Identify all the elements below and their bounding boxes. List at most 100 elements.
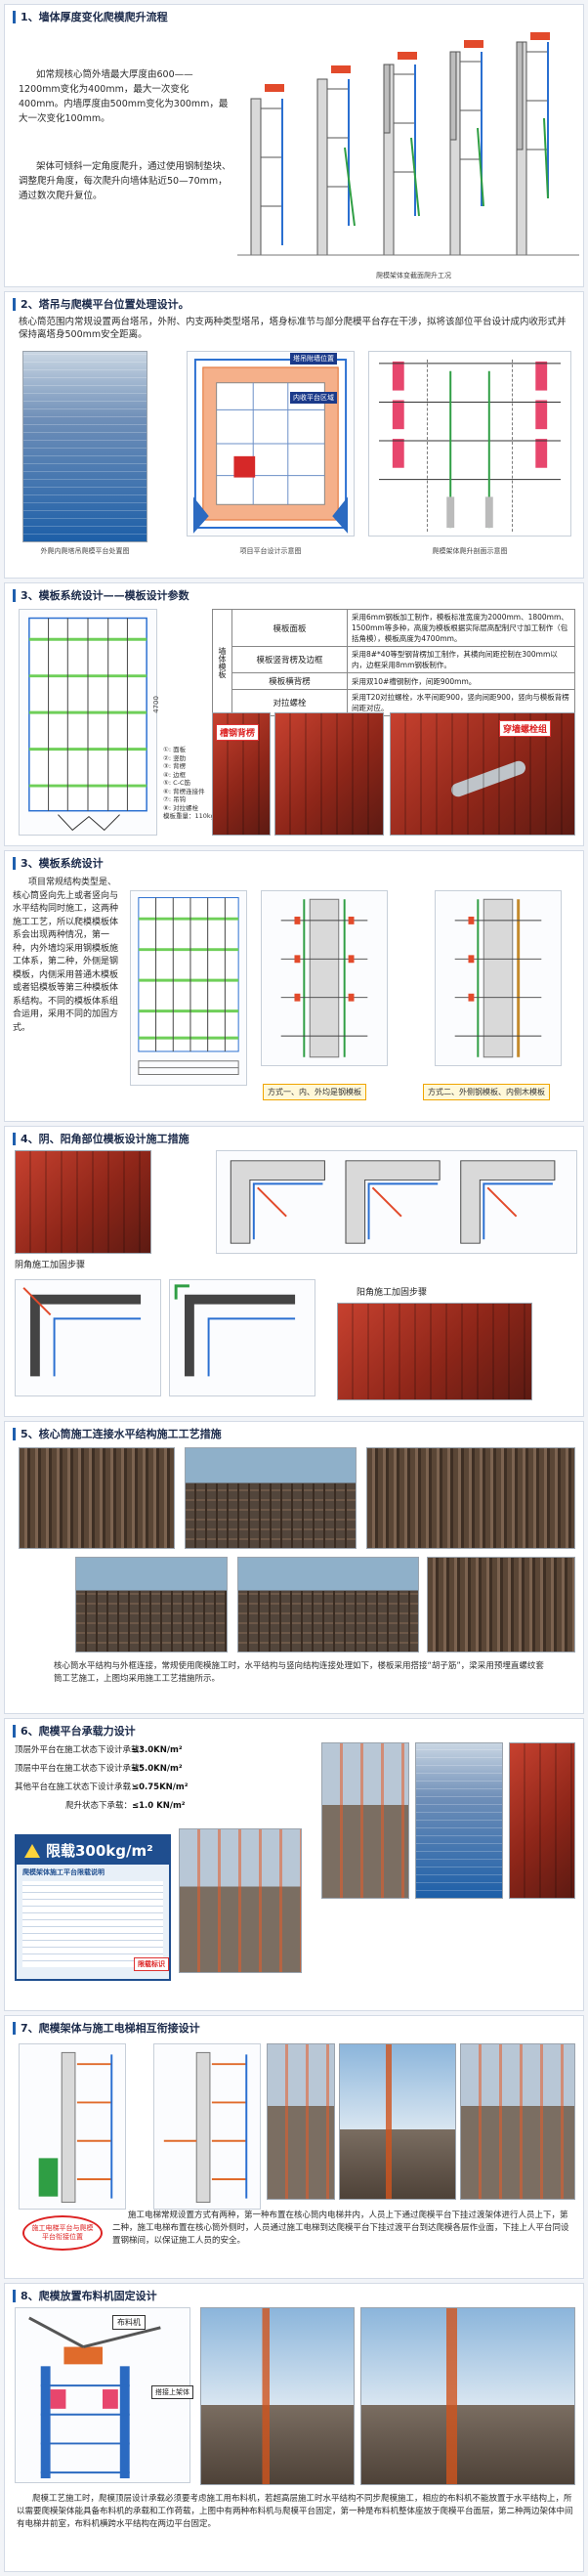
table-left-head: 墙体模板 <box>212 609 232 716</box>
tie-bolt-label: 穿墙螺栓组 <box>499 720 552 737</box>
s2-caption-left: 外爬内爬塔吊爬模平台处置图 <box>40 547 130 555</box>
section-bar <box>13 1427 16 1440</box>
inner-corner-label: 阴角施工加固步骤 <box>15 1261 86 1270</box>
warning-icon <box>24 1843 40 1858</box>
channel-steel-label: 槽钢背楞 <box>216 724 260 741</box>
table-cell-desc: 采用T20对拉螺栓，水平间距900，竖向间距900，竖向与模板背楞间距对应。 <box>347 689 575 716</box>
sign-body-lines <box>22 1881 163 1967</box>
load-row: 爬升状态下承载：≤1.0 KN/m² <box>15 1800 188 1813</box>
stage-5 <box>516 32 550 256</box>
rebar-photo-5 <box>237 1557 419 1653</box>
s1-caption: 爬模架体变截面爬升工况 <box>376 272 451 279</box>
table-cell-desc: 采用双10#槽钢制作，间距900mm。 <box>347 672 575 690</box>
channel-steel-photo-2 <box>274 712 384 836</box>
s1-paragraph-1: 如常规核心筒外墙最大厚度由600——1200mm变化为400mm，最大一次变化4… <box>19 69 229 124</box>
tie-bolt-shape <box>449 758 527 799</box>
section-1: 1、墙体厚度变化爬模爬升流程 如常规核心筒外墙最大厚度由600——1200mm变… <box>4 4 584 287</box>
load-limit-sign-head: 限载300kg/m² <box>17 1836 169 1865</box>
table-row: 墙体模板 模板面板 采用6mm钢板加工制作，模板标准宽度为2000mm、1800… <box>212 609 575 716</box>
section-5-title-text: 5、核心筒施工连接水平结构施工工艺措施 <box>21 1428 222 1440</box>
method-1-section-drawing <box>261 890 388 1066</box>
section-bar <box>13 2289 16 2302</box>
table-cell-desc: 采用8#*40等型钢背楞加工制作，其横向间距控制在300mm以内，边框采用8mm… <box>347 646 575 673</box>
elevator-section-drawing-2 <box>153 2043 261 2210</box>
legend-item: ①: 面板 <box>163 746 187 753</box>
load-limit-sign-body: 爬模架体施工平台限载说明 <box>17 1865 169 1971</box>
platform-photo-4 <box>509 1742 575 1899</box>
stage-3 <box>383 52 420 256</box>
legend-item: ③: 背楞 <box>163 762 187 770</box>
load-list: 顶层外平台在施工状态下设计承载：≤3.0KN/m² 顶层中平台在施工状态下设计承… <box>15 1744 188 1813</box>
section-4: 4、阴、阳角部位模板设计施工措施 阴角施工加固步骤 阳角施工加固步骤 <box>4 1126 584 1417</box>
legend-item: ⑦: 吊钩 <box>163 795 187 803</box>
stage-2 <box>316 65 356 256</box>
elevator-section-drawing-1 <box>19 2043 126 2210</box>
method-2-label: 方式二、外侧钢模板、内侧木模板 <box>423 1084 550 1100</box>
load-key: 顶层外平台在施工状态下设计承载： <box>15 1745 148 1755</box>
placing-boom-drawing <box>15 2307 190 2483</box>
section-5-title: 5、核心筒施工连接水平结构施工工艺措施 <box>13 1426 222 1441</box>
section-6-title: 6、爬模平台承载力设计 <box>13 1723 136 1739</box>
legend-item: ⑥: 背楞连接件 <box>163 787 205 795</box>
formwork-elevation-drawing <box>19 609 157 836</box>
section-4-title-text: 4、阴、阳角部位模板设计施工措施 <box>21 1133 189 1145</box>
section-3a-title: 3、模板系统设计——模板设计参数 <box>13 587 189 603</box>
rebar-photo-6 <box>427 1557 575 1653</box>
section-3b-title-text: 3、模板系统设计 <box>21 857 104 870</box>
rebar-photo-3 <box>366 1447 575 1549</box>
section-bar <box>13 297 16 311</box>
section-2: 2、塔吊与爬模平台位置处理设计。 核心筒范围内常规设置两台塔吊，外附、内支两种类… <box>4 291 584 579</box>
elevator-photo-3 <box>460 2043 575 2200</box>
legend-item: ④: 边框 <box>163 770 187 779</box>
formwork-spec-table: 墙体模板 模板面板 采用6mm钢板加工制作，模板标准宽度为2000mm、1800… <box>212 609 575 716</box>
tower-crane-photo <box>22 351 147 542</box>
elevator-photo-1 <box>267 2043 335 2200</box>
table-row: 对拉螺栓 采用T20对拉螺栓，水平间距900，竖向间距900，竖向与模板背楞间距… <box>213 689 575 716</box>
load-limit-label: 限载标识 <box>134 1957 169 1971</box>
section-7: 7、爬模架体与施工电梯相互衔接设计 施工电梯平台与爬模平台衔接位置 施工电梯常规… <box>4 2015 584 2279</box>
section-1-title: 1、墙体厚度变化爬模爬升流程 <box>13 9 168 24</box>
section-1-title-text: 1、墙体厚度变化爬模爬升流程 <box>21 11 168 23</box>
table-cell-desc: 采用6mm钢板加工制作，模板标准宽度为2000mm、1800mm、1500mm等… <box>347 609 575 647</box>
placing-boom-photo-1 <box>200 2307 355 2485</box>
section-6: 6、爬模平台承载力设计 顶层外平台在施工状态下设计承载：≤3.0KN/m² 顶层… <box>4 1718 584 2011</box>
platform-photo-1 <box>179 1828 302 1973</box>
elevator-callout-text: 施工电梯平台与爬模平台衔接位置 <box>31 2224 94 2241</box>
load-key: 爬升状态下承载： <box>64 1801 132 1811</box>
s1-paragraph-2: 架体可倾斜一定角度爬升，通过使用钢制垫块、调整爬升角度，每次爬升向墙体贴近50—… <box>19 161 231 201</box>
load-key: 其他平台在施工状态下设计承载： <box>15 1782 140 1792</box>
section-bar <box>13 588 16 602</box>
outer-corner-photo <box>337 1303 532 1400</box>
section-3a: 3、模板系统设计——模板设计参数 4700 ①: 面板 ②: 竖肋 ③: 背楞 … <box>4 582 584 846</box>
formwork-layout-drawing <box>130 890 247 1086</box>
platform-plan-drawing <box>187 351 355 537</box>
section-3b: 3、模板系统设计 项目常规结构类型是、核心筒竖向先上或者竖向与水平结构同时施工，… <box>4 850 584 1122</box>
platform-photo-2 <box>321 1742 409 1899</box>
section-4-title: 4、阴、阳角部位模板设计施工措施 <box>13 1131 189 1146</box>
section-6-title-text: 6、爬模平台承载力设计 <box>21 1725 136 1738</box>
inner-corner-steps-drawing <box>216 1150 577 1254</box>
s2-paragraph: 核心筒范围内常规设置两台塔吊，外附、内支两种类型塔吊，塔身标准节与部分爬模平台存… <box>19 317 567 340</box>
section-7-title: 7、爬模架体与施工电梯相互衔接设计 <box>13 2020 200 2036</box>
climbing-process-diagram <box>237 30 579 265</box>
load-limit-text: 限载300kg/m² <box>46 1842 153 1860</box>
elevator-position-callout: 施工电梯平台与爬模平台衔接位置 <box>22 2215 103 2251</box>
table-cell-name: 模板竖背楞及边框 <box>231 646 348 673</box>
load-value: ≤1.0 KN/m² <box>132 1801 186 1811</box>
section-2-title: 2、塔吊与爬模平台位置处理设计。 <box>13 296 189 312</box>
s2-caption-right: 爬模架体爬升剖面示意图 <box>432 547 508 555</box>
section-bar <box>13 856 16 870</box>
section-3a-title-text: 3、模板系统设计——模板设计参数 <box>21 589 189 602</box>
table-cell-name: 模板面板 <box>231 609 348 647</box>
section-bar <box>13 2021 16 2035</box>
section-8-title: 8、爬模放置布料机固定设计 <box>13 2288 157 2303</box>
table-cell-name: 模板横背楞 <box>231 672 348 690</box>
legend-item: ⑧: 对拉螺栓 <box>163 803 199 812</box>
s5-paragraph: 核心筒水平结构与外框连接，常规使用爬模施工时，水平结构与竖向结构连接处理如下，楼… <box>54 1661 544 1684</box>
section-8: 8、爬模放置布料机固定设计 布料机 搭接上架体 爬模工艺施工时，爬模顶层设计承载… <box>4 2283 584 2572</box>
load-row: 其他平台在施工状态下设计承载：≤0.75KN/m² <box>15 1782 188 1794</box>
method-2-section-drawing <box>435 890 562 1066</box>
outer-corner-label: 阳角施工加固步骤 <box>357 1288 428 1298</box>
stage-1 <box>250 84 284 256</box>
rebar-photo-4 <box>75 1557 228 1653</box>
